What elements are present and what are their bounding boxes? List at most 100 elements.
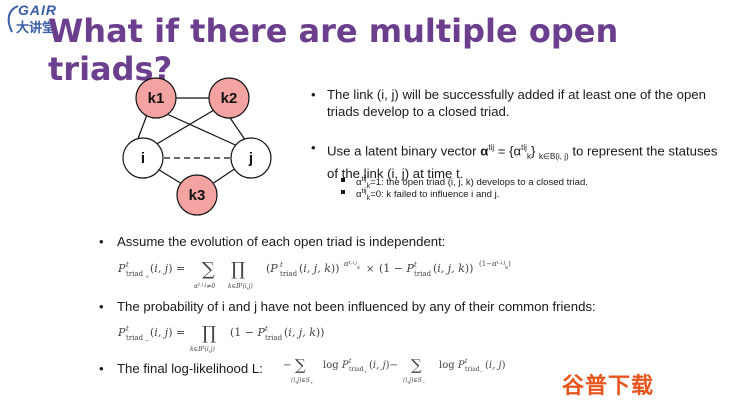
svg-text:triad−: triad− [465, 366, 483, 374]
edge-i-k3 [155, 167, 183, 185]
svg-text:(i, j): (i, j) [485, 360, 506, 371]
failed-text: =0: k failed to influence i and j. [370, 189, 500, 201]
node-k3 [176, 174, 218, 216]
bullet-dot: • [99, 234, 104, 249]
latent-pre: Use a latent binary vector [327, 143, 481, 159]
edge-j-k3 [211, 167, 237, 185]
bullet-latent-vector-text: Use a latent binary vector αtij = {αtijk… [311, 139, 731, 182]
bullet-latent-vector: • Use a latent binary vector αtij = {αti… [311, 139, 731, 182]
bullet-link-added-text: The link (i, j) will be successfully add… [327, 87, 706, 119]
logo-swoosh-icon [7, 5, 19, 33]
svg-text:∑: ∑ [202, 259, 215, 280]
bullet-independent: • Assume the evolution of each open tria… [99, 233, 639, 250]
svg-text:(i, j) =: (i, j) = [150, 262, 185, 275]
svg-text:(i, j, k)): (i, j, k)) [299, 262, 339, 275]
set-sub: k∈B(i, j) [539, 152, 569, 162]
node-j [230, 137, 272, 179]
svg-text:(i, j) =: (i, j) = [150, 326, 185, 339]
latent-post: to represent the statuses of the link (i… [327, 143, 718, 182]
svg-text:+: + [145, 274, 149, 280]
svg-text:αt,i,jk: αt,i,jk [344, 260, 360, 271]
svg-text:k∈Bt(i,j): k∈Bt(i,j) [228, 282, 254, 290]
svg-text:∏: ∏ [231, 259, 245, 280]
node-i-label: i [141, 150, 145, 167]
node-k1 [135, 77, 177, 119]
formula-triad-plus: P t triad + (i, j) = ∑ αt,i,j≠0 ∏ k∈Bt(i… [117, 258, 538, 295]
bullet-independent-text: Assume the evolution of each open triad … [117, 234, 446, 249]
svg-text:t: t [280, 261, 283, 269]
alpha-sub: k [366, 183, 371, 191]
edge-k1-j [157, 109, 243, 149]
bullet-log-likelihood: • The final log-likelihood L: [99, 360, 399, 377]
bullet-dot: • [311, 87, 316, 102]
svg-text:triad: triad [126, 334, 144, 342]
watermark: 谷普下载 [562, 374, 655, 399]
svg-text:(i, j, k)): (i, j, k)) [433, 262, 473, 275]
edge-k2-i [149, 109, 215, 149]
logo-brand: GAIR [18, 2, 57, 18]
svg-text:log P: log P [439, 360, 465, 371]
alpha-symbol: α [356, 189, 362, 201]
bullet-not-influenced-text: The probability of i and j have not been… [117, 299, 596, 314]
svg-text:t: t [349, 358, 352, 365]
develops-text: =1: the open triad (i, j, k) develops to… [370, 177, 588, 189]
alpha-sup: tij [361, 188, 367, 195]
svg-text:t: t [126, 261, 129, 269]
svg-text:triad+: triad+ [349, 366, 367, 374]
alpha-sub-k: k [526, 152, 531, 162]
bullet-not-influenced: • The probability of i and j have not be… [99, 298, 699, 315]
svg-text:−: − [145, 338, 149, 344]
svg-text:(1−αt,i,jk): (1−αt,i,jk) [479, 260, 511, 271]
svg-text:P: P [118, 326, 126, 339]
alpha-sup: tij [361, 176, 367, 183]
svg-text:−: − [283, 360, 291, 371]
formula-log-likelihood: − ∑ (i,j)∈S+ log P t triad+ (i, j)− ∑ (i… [283, 356, 513, 389]
svg-text:∑: ∑ [295, 356, 306, 374]
svg-text:(i,j)∈S+: (i,j)∈S+ [291, 377, 313, 385]
node-k1-label: k1 [148, 90, 165, 107]
latent-close: } [530, 143, 536, 159]
bullet-link-added: • The link (i, j) will be successfully a… [311, 86, 731, 120]
latent-mid: = {α [494, 143, 522, 159]
sub-bullet-failed: αtijk=0: k failed to influence i and j. [341, 186, 721, 205]
svg-text:×: × [366, 264, 374, 275]
svg-text:(P: (P [266, 262, 278, 275]
formula-triad-minus: P t triad − (i, j) = ∏ k∈Bt(i,j) (1 − P … [117, 323, 358, 356]
alpha-symbol: α [480, 143, 489, 159]
svg-text:triad: triad [126, 270, 144, 278]
svg-text:t: t [126, 325, 129, 333]
svg-text:(1 − P: (1 − P [230, 326, 266, 339]
sub-bullet-develops-text: αtijk=1: the open triad (i, j, k) develo… [341, 174, 721, 193]
svg-text:triad: triad [414, 270, 432, 278]
svg-text:t: t [414, 261, 417, 269]
svg-text:P: P [118, 262, 126, 275]
svg-text:t: t [465, 358, 468, 365]
svg-text:k∈Bt(i,j): k∈Bt(i,j) [190, 345, 216, 353]
node-k2 [208, 77, 250, 119]
alpha-symbol: α [356, 177, 362, 189]
square-bullet [341, 190, 345, 194]
svg-text:t: t [265, 325, 268, 333]
alpha-sup: tij [488, 143, 495, 152]
alpha-sub: k [366, 195, 371, 203]
svg-text:∏: ∏ [202, 323, 216, 344]
bullet-dot: • [311, 140, 316, 155]
bullet-dot: • [99, 299, 104, 314]
svg-text:(i, j)−: (i, j)− [369, 360, 398, 371]
node-j-label: j [248, 150, 253, 167]
svg-text:∑: ∑ [411, 356, 422, 374]
logo-brand-cn: 大讲堂 [16, 21, 56, 36]
svg-text:αt,i,j≠0: αt,i,j≠0 [194, 282, 215, 290]
alpha-sup2: tij [521, 143, 527, 152]
node-k3-label: k3 [189, 187, 206, 204]
bullet-log-likelihood-text: The final log-likelihood L: [117, 361, 263, 376]
svg-text:triad: triad [265, 334, 283, 342]
sub-bullet-failed-text: αtijk=0: k failed to influence i and j. [341, 186, 721, 205]
svg-text:(i, j, k)): (i, j, k)) [284, 326, 324, 339]
square-bullet [341, 178, 345, 182]
svg-text:triad: triad [280, 270, 298, 278]
node-i [122, 137, 164, 179]
svg-text:log P: log P [323, 360, 349, 371]
svg-text:(i,j)∈S−: (i,j)∈S− [403, 377, 425, 385]
svg-text:(1 − P: (1 − P [379, 262, 415, 275]
